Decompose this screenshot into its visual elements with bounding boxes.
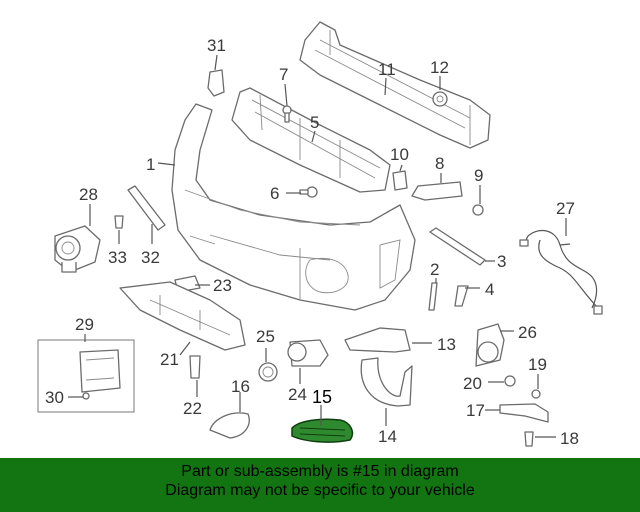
part-8-trim[interactable] <box>411 181 463 201</box>
part-26-sensor[interactable] <box>475 323 505 367</box>
callout-26: 26 <box>518 323 537 342</box>
callout-10: 10 <box>390 145 409 164</box>
callout-20: 20 <box>463 374 482 393</box>
part-4-clip[interactable] <box>454 285 469 307</box>
info-banner: Part or sub-assembly is #15 in diagram D… <box>0 458 640 512</box>
callout-21: 21 <box>160 350 179 369</box>
callout-24: 24 <box>288 385 307 404</box>
part-1-bumper-cover[interactable] <box>171 103 416 311</box>
part-13-bracket[interactable] <box>344 327 411 353</box>
part-6-bolt[interactable] <box>299 186 318 198</box>
callout-22: 22 <box>183 399 202 418</box>
part-12-nut[interactable] <box>432 91 448 107</box>
part-22-clip[interactable] <box>189 355 201 379</box>
callout-12: 12 <box>430 58 449 77</box>
callout-2: 2 <box>430 260 439 279</box>
callout-30: 30 <box>45 388 64 407</box>
callout-29: 29 <box>75 315 94 334</box>
part-3-strip[interactable] <box>429 227 486 266</box>
part-31-bracket[interactable] <box>207 69 225 97</box>
part-27-wiring-harness[interactable] <box>519 229 603 315</box>
callout-14: 14 <box>378 427 397 446</box>
part-20-nut[interactable] <box>504 375 516 387</box>
callout-7: 7 <box>279 65 288 84</box>
callout-13: 13 <box>437 335 456 354</box>
callout-9: 9 <box>474 166 483 185</box>
part-33-clip[interactable] <box>114 215 124 229</box>
callout-3: 3 <box>497 252 506 271</box>
part-7-clip[interactable] <box>282 105 292 123</box>
part-28-parking-sensor[interactable] <box>54 225 101 273</box>
callout-8: 8 <box>435 154 444 173</box>
banner-line-1: Part or sub-assembly is #15 in diagram <box>181 463 459 480</box>
callout-19: 19 <box>528 355 547 374</box>
callout-25: 25 <box>256 327 275 346</box>
part-10-bracket[interactable] <box>392 170 408 191</box>
part-2-clip[interactable] <box>428 282 438 311</box>
callout-16: 16 <box>231 377 250 396</box>
part-11-reinforcement-beam[interactable] <box>299 21 491 149</box>
part-9-screw[interactable] <box>472 204 484 216</box>
parts-diagram: 1 2 3 4 5 6 7 8 9 10 11 12 13 14 15 16 1… <box>37 21 603 448</box>
part-16-fog-lamp[interactable] <box>209 412 250 439</box>
part-29-license-bracket-box[interactable] <box>37 339 135 413</box>
part-21-undertray[interactable] <box>119 281 246 351</box>
callout-11: 11 <box>378 60 396 79</box>
callout-labels: 1 2 3 4 5 6 7 8 9 10 11 12 13 14 15 16 1… <box>45 36 579 448</box>
callout-5: 5 <box>310 113 319 132</box>
callout-6: 6 <box>270 184 279 203</box>
part-25-ring[interactable] <box>258 362 278 382</box>
callout-1: 1 <box>146 155 155 174</box>
callout-31: 31 <box>207 36 226 55</box>
part-14-trim[interactable] <box>360 357 413 407</box>
part-30-screw[interactable] <box>82 392 90 400</box>
part-17-bracket[interactable] <box>499 403 549 423</box>
callout-33: 33 <box>108 248 127 267</box>
callout-23: 23 <box>213 276 232 295</box>
part-24-sensor[interactable] <box>287 339 329 367</box>
part-5-energy-absorber[interactable] <box>231 87 391 193</box>
leader-lines <box>68 54 567 438</box>
callout-15: 15 <box>312 387 332 407</box>
callout-17: 17 <box>466 401 485 420</box>
callout-32: 32 <box>141 248 160 267</box>
callout-4: 4 <box>485 280 494 299</box>
part-18-clip[interactable] <box>524 431 534 447</box>
callout-28: 28 <box>79 185 98 204</box>
banner-line-2: Diagram may not be specific to your vehi… <box>165 482 475 499</box>
part-15-highlighted[interactable] <box>291 418 354 443</box>
part-19-bolt[interactable] <box>531 389 541 399</box>
part-32-bracket[interactable] <box>127 185 166 231</box>
callout-18: 18 <box>560 429 579 448</box>
callout-27: 27 <box>556 199 575 218</box>
